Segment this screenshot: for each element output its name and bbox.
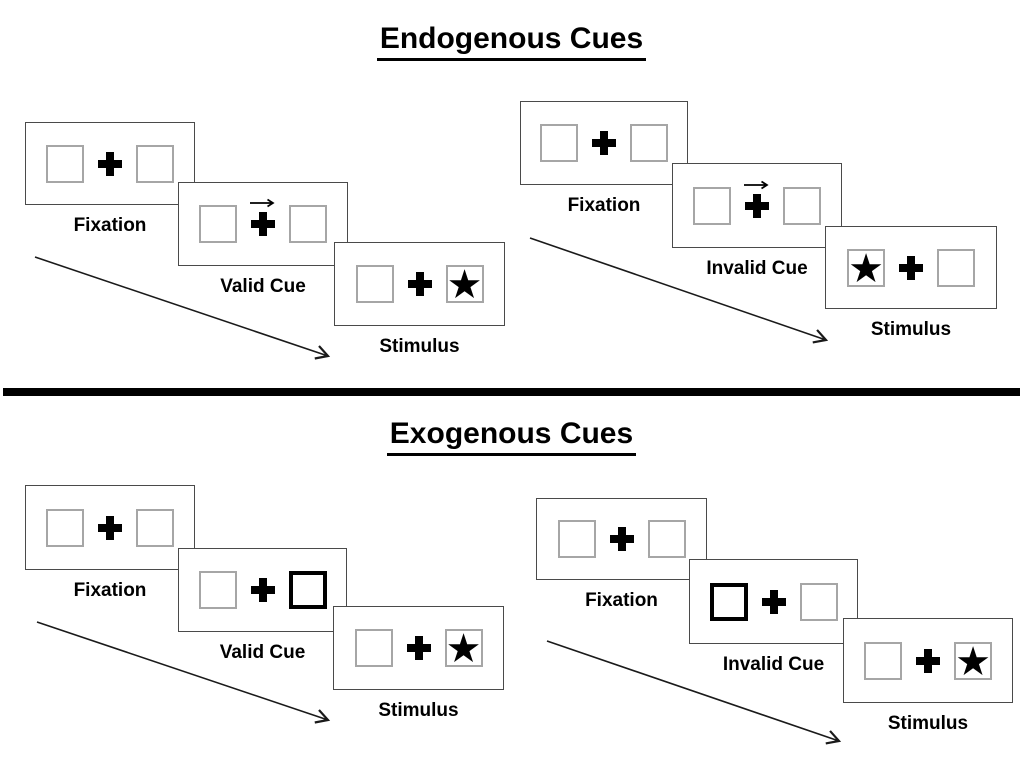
left-placeholder-box bbox=[46, 508, 84, 547]
fixation-cross-wrap bbox=[250, 578, 275, 602]
sequence-arrow-endogenous-invalid bbox=[529, 237, 829, 344]
left-placeholder-box bbox=[46, 144, 84, 183]
fixation-cross-icon bbox=[899, 255, 923, 280]
right-placeholder-box bbox=[783, 186, 821, 225]
stimulus-panel: ★ bbox=[825, 226, 997, 309]
left-placeholder-box bbox=[355, 265, 394, 303]
fixation-cross-wrap bbox=[916, 648, 940, 673]
target-box: ★ bbox=[444, 627, 483, 671]
right-placeholder-box bbox=[630, 124, 668, 162]
fixation-cross-wrap bbox=[98, 515, 122, 540]
panel-label: Fixation bbox=[73, 215, 147, 236]
star-stimulus-icon: ★ bbox=[955, 639, 991, 684]
fixation-cross-icon bbox=[761, 589, 786, 614]
panel-label: Stimulus bbox=[378, 700, 459, 721]
exogenous-section-title: Exogenous Cues bbox=[0, 417, 1023, 456]
cue-cross-wrap bbox=[744, 180, 769, 218]
fixation-cross-wrap bbox=[761, 589, 786, 614]
target-box: ★ bbox=[445, 263, 484, 307]
fixation-cross-icon bbox=[98, 151, 122, 176]
fixation-cross-wrap bbox=[592, 131, 616, 155]
panel-label: Fixation bbox=[585, 590, 658, 611]
fixation-panel bbox=[536, 498, 707, 580]
section-divider bbox=[3, 388, 1020, 396]
right-placeholder-box bbox=[136, 144, 174, 183]
fixation-cross-icon bbox=[592, 131, 616, 155]
panel-label: Invalid Cue bbox=[722, 654, 825, 675]
endogenous-title-text: Endogenous Cues bbox=[376, 22, 647, 61]
stimulus-panel: ★ bbox=[333, 606, 504, 690]
target-box: ★ bbox=[847, 246, 885, 291]
cue-cross-wrap bbox=[250, 198, 275, 236]
right-placeholder-box bbox=[647, 520, 686, 558]
panel-label: Stimulus bbox=[887, 713, 969, 734]
left-placeholder-box bbox=[693, 186, 731, 225]
fixation-cross-icon bbox=[609, 527, 634, 551]
valid-cue-panel bbox=[178, 182, 348, 266]
right-arrow-cue-icon bbox=[744, 180, 769, 189]
fixation-cross-icon bbox=[745, 193, 769, 218]
fixation-panel bbox=[520, 101, 688, 185]
fixation-cross-icon bbox=[407, 272, 432, 296]
fixation-cross-wrap bbox=[899, 255, 923, 280]
panel-label: Fixation bbox=[73, 580, 147, 601]
sequence-arrow-endogenous-valid bbox=[34, 256, 331, 360]
star-stimulus-icon: ★ bbox=[446, 263, 483, 307]
panel-label: Stimulus bbox=[379, 336, 460, 357]
left-placeholder-box bbox=[557, 520, 596, 558]
panel-label: Invalid Cue bbox=[706, 258, 808, 279]
stimulus-panel: ★ bbox=[334, 242, 505, 326]
endogenous-section-title: Endogenous Cues bbox=[0, 22, 1023, 61]
sequence-arrow-exogenous-valid bbox=[36, 621, 331, 724]
invalid-cue-panel bbox=[689, 559, 858, 644]
fixation-cross-icon bbox=[916, 648, 940, 673]
panel-label: Stimulus bbox=[870, 319, 952, 340]
fixation-panel bbox=[25, 485, 195, 570]
right-placeholder-box bbox=[136, 508, 174, 547]
fixation-cross-icon bbox=[98, 515, 122, 540]
fixation-cross-wrap bbox=[98, 151, 122, 176]
stimulus-panel: ★ bbox=[843, 618, 1013, 703]
cued-box-bold bbox=[288, 571, 327, 609]
right-placeholder-box bbox=[289, 205, 327, 243]
panel-label: Valid Cue bbox=[219, 642, 306, 663]
left-placeholder-box bbox=[199, 205, 237, 243]
left-placeholder-box bbox=[198, 571, 237, 609]
panel-label: Fixation bbox=[567, 195, 641, 216]
fixation-cross-icon bbox=[251, 212, 275, 236]
exogenous-title-text: Exogenous Cues bbox=[386, 417, 637, 456]
target-box: ★ bbox=[954, 639, 992, 684]
fixation-panel bbox=[25, 122, 195, 205]
valid-cue-panel bbox=[178, 548, 347, 632]
left-placeholder-box bbox=[354, 629, 393, 667]
right-placeholder-box bbox=[799, 582, 838, 621]
fixation-cross-wrap bbox=[407, 272, 432, 296]
cued-box-bold bbox=[709, 582, 748, 621]
right-arrow-cue-icon bbox=[250, 198, 275, 208]
star-stimulus-icon: ★ bbox=[445, 627, 482, 671]
fixation-cross-wrap bbox=[609, 527, 634, 551]
fixation-cross-wrap bbox=[406, 636, 431, 660]
star-stimulus-icon: ★ bbox=[848, 246, 884, 291]
panel-label: Valid Cue bbox=[220, 276, 306, 297]
fixation-cross-icon bbox=[250, 578, 275, 602]
invalid-cue-panel bbox=[672, 163, 842, 248]
fixation-cross-icon bbox=[406, 636, 431, 660]
right-placeholder-box bbox=[937, 248, 975, 287]
left-placeholder-box bbox=[540, 124, 578, 162]
left-placeholder-box bbox=[864, 641, 902, 680]
